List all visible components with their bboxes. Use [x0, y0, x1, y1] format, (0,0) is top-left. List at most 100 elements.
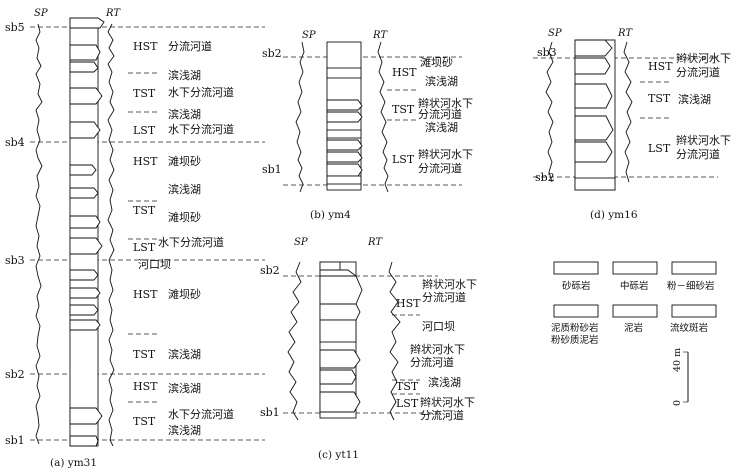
tract-lst-a2: LST: [133, 241, 156, 254]
sb1-label: sb1: [5, 434, 25, 447]
caption-b: (b) ym4: [310, 209, 351, 221]
tract-hst-a4: HST: [133, 380, 158, 393]
facies-a-2: 水下分流河道: [168, 85, 234, 99]
legend-swatch-medium: [612, 261, 658, 275]
facies-d-4: 分流河道: [676, 147, 720, 161]
tract-hst-d: HST: [648, 60, 673, 73]
facies-b-1: 滨浅湖: [425, 74, 458, 88]
facies-c-7: 分流河道: [420, 408, 464, 422]
tract-tst-a3: TST: [133, 348, 156, 361]
legend-swatch-mud: [612, 304, 658, 318]
rt-label-c: RT: [367, 237, 383, 248]
rt-label-a: RT: [105, 8, 121, 19]
sb3-label-d: sb3: [537, 46, 557, 59]
sb1-label-c: sb1: [260, 406, 280, 419]
sp-log-c: [287, 261, 302, 421]
tract-tst-d: TST: [648, 92, 671, 105]
sb4-label: sb4: [5, 136, 25, 149]
tract-lst-b: LST: [392, 153, 415, 166]
tract-lst-c: LST: [396, 397, 419, 410]
facies-a-7: 滩坝砂: [168, 210, 201, 224]
legend-label-medium: 中砾岩: [620, 280, 649, 292]
legend-label-gravel: 砂砾岩: [562, 280, 591, 292]
legend-swatch-fine: [671, 261, 717, 275]
facies-d-3: 辫状河水下: [676, 133, 731, 147]
facies-c-2: 河口坝: [422, 319, 455, 333]
sb1-label-b: sb1: [262, 163, 282, 176]
sp-log-a: [35, 23, 43, 445]
facies-a-6: 滨浅湖: [168, 182, 201, 196]
sb2-label-c: sb2: [260, 264, 280, 277]
scale-label-top: 40 m: [672, 348, 683, 372]
caption-d: (d) ym16: [590, 209, 638, 221]
facies-d-1: 分流河道: [676, 65, 720, 79]
facies-a-5: 滩坝砂: [168, 154, 201, 168]
sp-label-c: SP: [294, 237, 308, 248]
legend-swatch-silty-mud: [553, 304, 599, 318]
facies-c-1: 分流河道: [422, 290, 466, 304]
tract-lst-d: LST: [648, 142, 671, 155]
tract-hst-a3: HST: [133, 288, 158, 301]
rt-log-c: [388, 261, 401, 421]
legend-label-silty-mud-1: 泥质粉砂岩: [551, 322, 599, 334]
sb2-label-b: sb2: [262, 47, 282, 60]
facies-b-4: 滨浅湖: [425, 120, 458, 134]
sb2-label-d: sb2: [535, 171, 555, 184]
tract-tst-b: TST: [392, 103, 415, 116]
tract-hst-c: HST: [396, 297, 421, 310]
caption-c: (c) yt11: [318, 449, 359, 461]
rt-label-b: RT: [372, 30, 388, 41]
legend-swatch-rhyolite: [671, 304, 717, 318]
facies-a-3: 滨浅湖: [168, 107, 201, 121]
sb2-label: sb2: [5, 368, 25, 381]
facies-a-9: 河口坝: [138, 257, 171, 271]
legend-label-fine: 粉－细砂岩: [667, 280, 715, 292]
facies-a-10: 滩坝砂: [168, 287, 201, 301]
legend-label-mud: 泥岩: [624, 322, 643, 334]
panel-a: sb5 sb4 sb3 sb2 sb1 SP RT HST TST LST HS…: [5, 8, 265, 469]
facies-d-0: 辫状河水下: [676, 51, 731, 65]
tract-tst-c: TST: [396, 380, 419, 393]
facies-b-6: 分流河道: [418, 161, 462, 175]
legend-label-rhyolite: 流纹斑岩: [670, 322, 708, 334]
facies-c-3: 辫状河水下: [410, 342, 465, 356]
caption-a: (a) ym31: [50, 457, 97, 469]
facies-b-5: 辫状河水下: [418, 147, 473, 161]
scale-label-bottom: 0: [672, 400, 683, 406]
tract-tst-a1: TST: [133, 87, 156, 100]
facies-a-8: 水下分流河道: [158, 235, 224, 249]
sb5-label: sb5: [5, 21, 25, 34]
facies-a-4: 水下分流河道: [168, 122, 234, 136]
tract-tst-a4: TST: [133, 415, 156, 428]
facies-d-2: 滨浅湖: [678, 92, 711, 106]
sp-label-a: SP: [34, 8, 48, 19]
facies-a-14: 滨浅湖: [168, 423, 201, 437]
rt-log-b: [377, 41, 389, 193]
panel-c: SP RT sb2 sb1 HST TST LST 辫状河水下 分流河道 河口坝…: [260, 237, 477, 461]
facies-a-0: 分流河道: [168, 39, 212, 53]
facies-a-1: 滨浅湖: [168, 68, 201, 82]
litho-column-a: [69, 17, 99, 447]
facies-a-11: 滨浅湖: [168, 347, 201, 361]
facies-b-3: 分流河道: [418, 107, 462, 121]
panel-d: SP RT sb3 sb2 HST TST LST 辫状河水下 分流河道 滨浅湖…: [533, 28, 731, 221]
tract-tst-a2: TST: [133, 204, 156, 217]
sb3-label: sb3: [5, 254, 25, 267]
tract-lst-a1: LST: [133, 124, 156, 137]
sp-label-d: SP: [548, 28, 562, 39]
tract-hst-a2: HST: [133, 155, 158, 168]
tract-hst-a1: HST: [133, 40, 158, 53]
rt-log-d: [623, 41, 633, 183]
rt-log-a: [107, 23, 115, 447]
panel-b: SP RT sb2 sb1 HST TST LST 滩坝砂 滨浅湖 辫状河水下 …: [262, 30, 473, 221]
facies-c-4: 分流河道: [410, 355, 454, 369]
facies-c-5: 滨浅湖: [428, 375, 461, 389]
sp-log-b: [295, 41, 305, 193]
sp-label-b: SP: [302, 30, 316, 41]
facies-b-2: 辫状河水下: [418, 96, 473, 110]
facies-a-13: 水下分流河道: [168, 407, 234, 421]
facies-a-12: 滨浅湖: [168, 381, 201, 395]
legend: 砂砾岩 中砾岩 粉－细砂岩 泥质粉砂岩 粉砂质泥岩 泥岩 流纹斑岩 40 m 0: [551, 261, 717, 406]
